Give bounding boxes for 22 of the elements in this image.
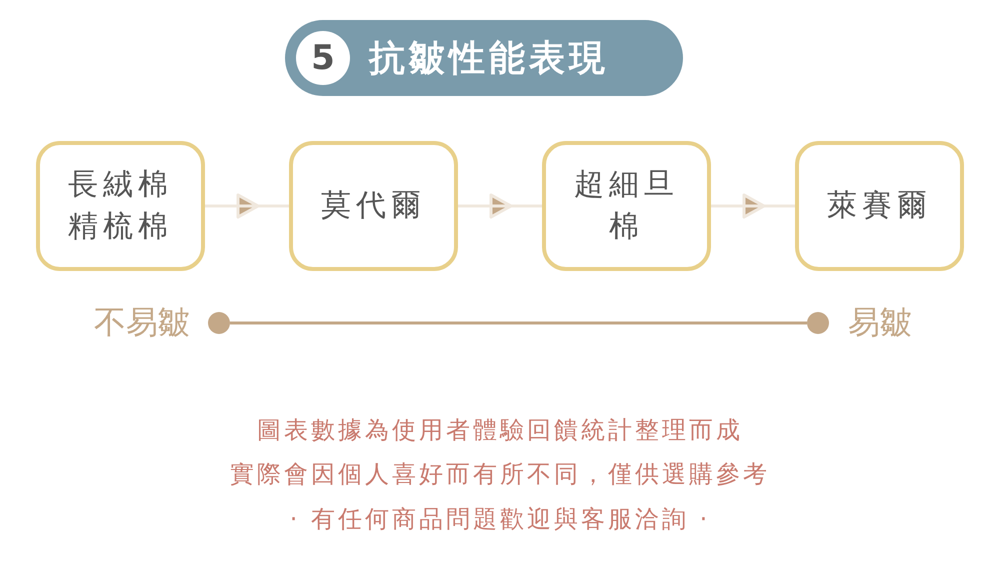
fiber-box	[795, 141, 964, 271]
fiber-box	[36, 141, 205, 271]
note-text: 圖表數據為使用者體驗回饋統計整理而成	[256, 415, 744, 446]
arrow	[456, 194, 544, 218]
fiber-box	[542, 141, 711, 271]
note-text: · 有任何商品問題歡迎與客服洽詢 ·	[288, 504, 712, 535]
fiber-box	[289, 141, 458, 271]
note-text: 實際會因個人喜好而有所不同，僅供選購參考	[229, 459, 771, 490]
scale-dot	[807, 312, 829, 334]
scale-label: 易皺	[848, 302, 912, 343]
arrow	[204, 194, 290, 218]
fiber-name: 超細旦棉	[573, 166, 680, 246]
scale-dot	[208, 312, 230, 334]
fiber-name: 長絨棉精梳棉	[67, 166, 174, 246]
fiber-name: 莫代爾	[320, 187, 427, 225]
scale-line	[230, 322, 807, 324]
number-circle	[296, 31, 350, 85]
scale-label: 不易皺	[94, 302, 190, 343]
fiber-name: 萊賽爾	[826, 187, 933, 225]
arrow	[710, 194, 796, 218]
title-text: 抗皺性能表現	[369, 37, 609, 81]
step-number: 5	[311, 38, 335, 78]
